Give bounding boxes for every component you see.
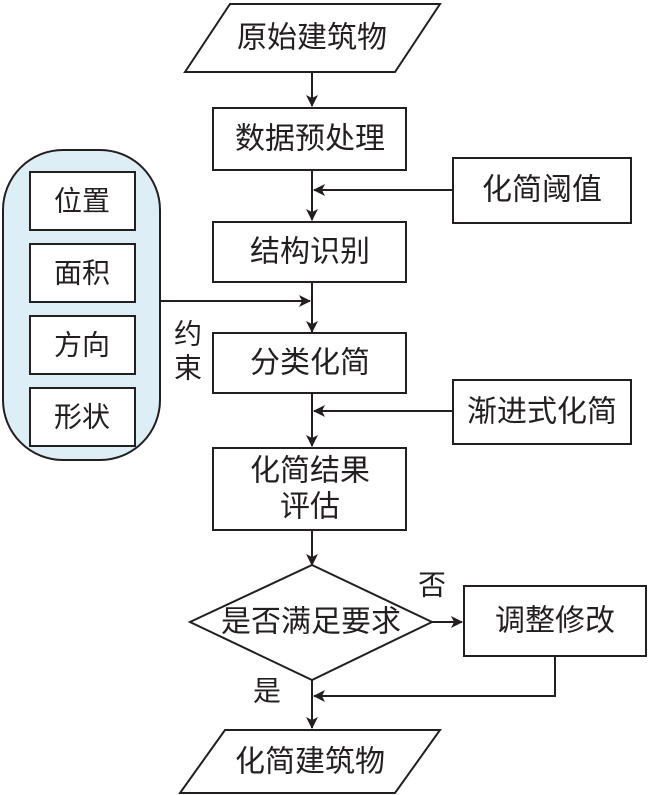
- constraints-group: 位置 面积 方向 形状: [2, 149, 161, 461]
- input-building-shape: [183, 3, 442, 73]
- constraint-box-direction: [29, 315, 136, 375]
- output-building-label: 化简建筑物: [235, 745, 385, 780]
- constraint-label-shape: 形状: [54, 401, 110, 434]
- progressive-label: 渐进式化简: [467, 395, 617, 430]
- structure-recognition-label: 结构识别: [250, 235, 370, 270]
- constraint-label-position: 位置: [54, 185, 110, 218]
- adjust-label: 调整修改: [495, 604, 615, 639]
- structure-recognition-box: [212, 221, 407, 283]
- classify-simplify-box: [212, 332, 407, 394]
- adjust-box: [463, 585, 647, 657]
- constraint-box-position: [29, 171, 136, 231]
- preprocess-box: [212, 107, 407, 171]
- constraint-label-direction: 方向: [54, 329, 110, 362]
- classify-simplify-label: 分类化简: [250, 346, 370, 381]
- preprocess-label: 数据预处理: [235, 122, 385, 157]
- output-building-shape: [178, 729, 442, 794]
- decision-label: 是否满足要求: [221, 605, 401, 640]
- threshold-box: [452, 157, 632, 224]
- evaluation-box: [212, 447, 407, 531]
- progressive-box: [452, 379, 632, 445]
- branch-no-label: 否: [418, 569, 446, 602]
- evaluation-label-line2: 评估: [280, 490, 340, 525]
- connector-adjust-loop: [313, 656, 556, 702]
- branch-yes-label: 是: [253, 675, 281, 708]
- decision-diamond: [187, 563, 435, 682]
- constraint-box-area: [29, 243, 136, 303]
- input-building-label: 原始建筑物: [237, 21, 387, 56]
- constraint-box-shape: [29, 387, 136, 447]
- threshold-label: 化简阈值: [482, 173, 602, 208]
- constraint-caption-line2: 束: [174, 352, 202, 385]
- evaluation-label-line1: 化简结果: [250, 454, 370, 489]
- constraint-label-area: 面积: [54, 257, 110, 290]
- constraint-caption-line1: 约: [174, 318, 202, 351]
